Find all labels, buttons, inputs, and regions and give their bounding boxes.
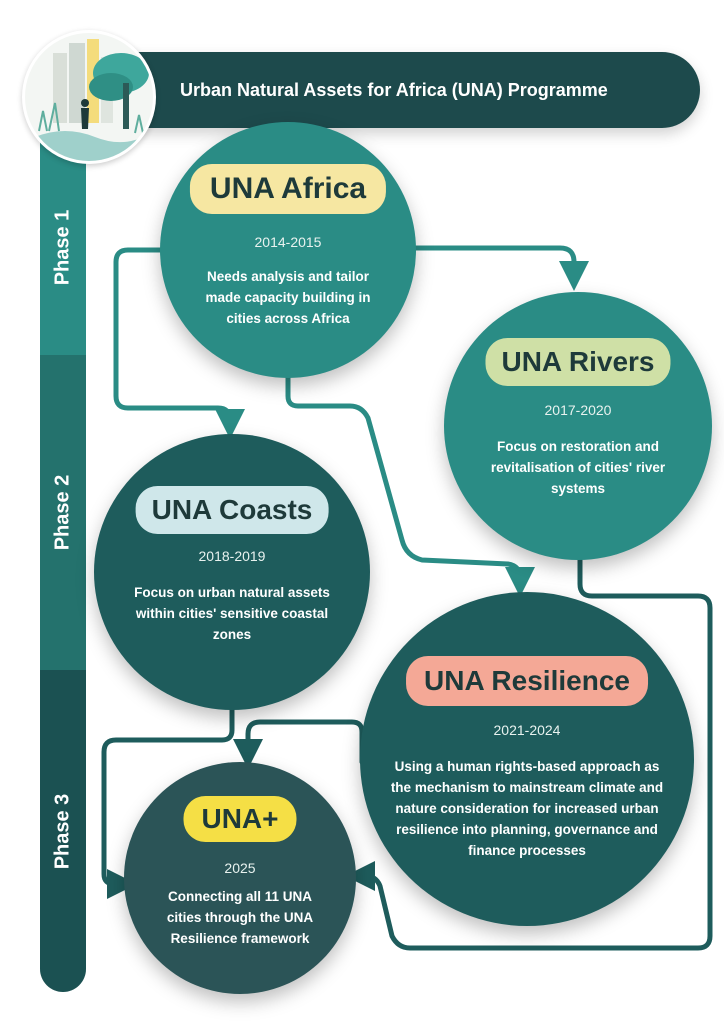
stage-una-resilience: UNA Resilience 2021-2024 Using a human r… (360, 592, 694, 926)
flow-coasts-to-plus (101, 703, 235, 899)
stage-title-pill: UNA Rivers (485, 338, 671, 386)
stage-years: 2014-2015 (254, 234, 322, 250)
stage-years: 2025 (224, 860, 256, 876)
page-title: Urban Natural Assets for Africa (UNA) Pr… (180, 79, 608, 100)
phase-2-track: Phase 2 (40, 355, 86, 670)
stage-description: Focus on restoration and revitalisation … (490, 439, 666, 496)
stage-years: 2018-2019 (198, 548, 266, 564)
flow-rivers-to-plus (345, 557, 713, 951)
stage-title-pill: UNA Africa (189, 164, 387, 214)
phase-3-track: Phase 3 (40, 670, 86, 992)
header-bar (80, 52, 700, 128)
stage-una-coasts: UNA Coasts 2018-2019 Focus on urban natu… (94, 434, 370, 710)
stage-title-pill: UNA+ (183, 796, 297, 842)
stage-description: Using a human rights-based approach as t… (390, 759, 664, 858)
flow-africa-to-resilience (285, 375, 535, 597)
stage-una-plus: UNA+ 2025 Connecting all 11 UNA cities t… (124, 762, 356, 994)
stage-una-africa: UNA Africa 2014-2015 Needs analysis and … (160, 122, 416, 378)
flow-africa-to-rivers (411, 245, 589, 291)
flow-africa-to-coasts (113, 247, 245, 439)
stage-una-rivers: UNA Rivers 2017-2020 Focus on restoratio… (444, 292, 712, 560)
city-nature-logo-icon (22, 30, 156, 164)
stage-title-pill: UNA Resilience (406, 656, 648, 706)
phase-1-track: Phase 1 (40, 140, 86, 355)
flow-resilience-to-plus (233, 719, 365, 769)
stage-title-pill: UNA Coasts (135, 486, 329, 534)
stage-description: Needs analysis and tailor made capacity … (205, 269, 371, 326)
stage-years: 2017-2020 (544, 402, 612, 418)
stage-description: Focus on urban natural assets within cit… (134, 585, 330, 642)
stage-years: 2021-2024 (493, 722, 561, 738)
stage-description: Connecting all 11 UNA cities through the… (166, 889, 314, 946)
